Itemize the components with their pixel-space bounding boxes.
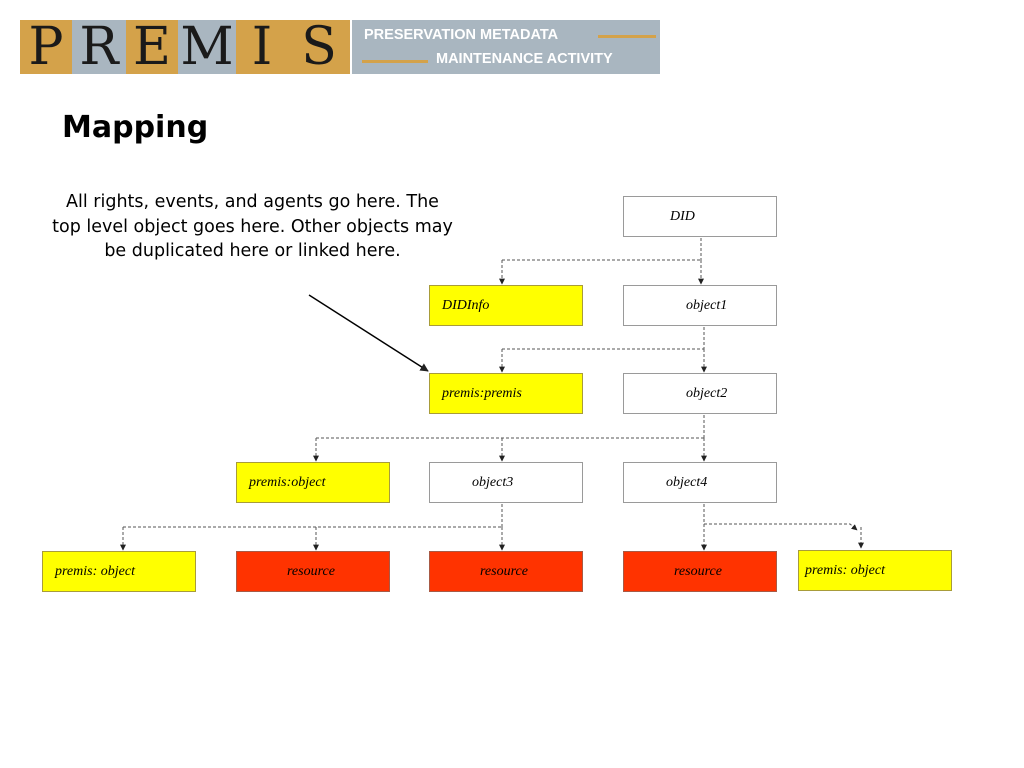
node-premis-object-b: premis: object <box>42 551 196 592</box>
node-resource-3: resource <box>623 551 777 592</box>
connector-object1-children <box>502 327 705 350</box>
node-resource-2: resource <box>429 551 583 592</box>
node-object4-label: object4 <box>666 474 708 490</box>
node-didinfo-label: DIDInfo <box>442 297 490 313</box>
connector-group <box>120 238 864 551</box>
node-did-label: DID <box>670 208 695 224</box>
node-object2: object2 <box>623 373 777 414</box>
tagline-rule-bottom <box>362 60 428 63</box>
page-title: Mapping <box>62 110 209 145</box>
annotation-note: All rights, events, and agents go here. … <box>52 192 453 261</box>
node-object4: object4 <box>623 462 777 503</box>
node-object1-label: object1 <box>686 297 728 313</box>
node-resource-3-label: resource <box>674 563 722 579</box>
node-premis-object-c: premis: object <box>798 550 952 591</box>
node-premis-object-a-label: premis:object <box>249 474 326 490</box>
node-object2-label: object2 <box>686 385 728 401</box>
node-did: DID <box>623 196 777 237</box>
connector-did-children <box>502 238 702 261</box>
node-object3: object3 <box>429 462 583 503</box>
logo-tagline: PRESERVATION METADATA MAINTENANCE ACTIVI… <box>352 20 660 74</box>
node-object3-label: object3 <box>472 474 514 490</box>
logo-letter-i: I <box>236 20 288 74</box>
annotation-arrow <box>308 294 429 372</box>
node-premis-object-b-label: premis: object <box>55 563 135 579</box>
node-premis-premis: premis:premis <box>429 373 583 414</box>
tagline-line-2: MAINTENANCE ACTIVITY <box>436 51 613 67</box>
node-premis-object-c-label: premis: object <box>805 563 885 578</box>
premis-logo: P R E M I S PRESERVATION METADATA MAINTE… <box>20 20 660 74</box>
logo-letter-m: M <box>178 20 236 74</box>
node-resource-1: resource <box>236 551 390 592</box>
node-resource-2-label: resource <box>480 563 528 579</box>
node-premis-premis-label: premis:premis <box>442 385 522 401</box>
logo-letter-s: S <box>288 20 350 74</box>
node-premis-object-a: premis:object <box>236 462 390 503</box>
connector-object4-side <box>704 523 858 531</box>
logo-letter-r: R <box>72 20 126 74</box>
tagline-rule-top <box>598 35 656 38</box>
node-didinfo: DIDInfo <box>429 285 583 326</box>
logo-letter-p: P <box>20 20 72 74</box>
node-resource-1-label: resource <box>287 563 335 579</box>
connector-object3-children <box>123 504 503 528</box>
logo-letter-e: E <box>126 20 178 74</box>
connector-object2-children <box>316 415 705 439</box>
node-object1: object1 <box>623 285 777 326</box>
tagline-line-1: PRESERVATION METADATA <box>364 27 559 43</box>
